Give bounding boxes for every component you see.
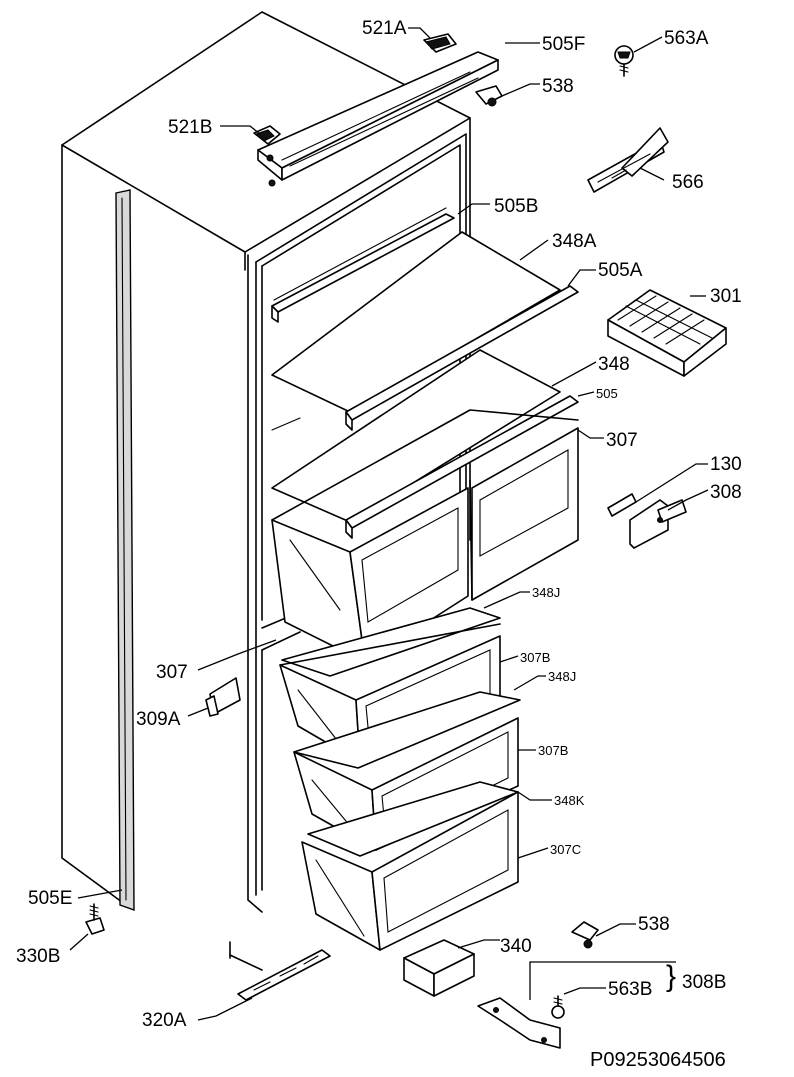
part-labels: 521A 505F 563A 538 521B 566 505B 348A 50… (16, 18, 742, 1071)
label-307-left: 307 (156, 662, 188, 683)
label-307B-upper: 307B (520, 650, 550, 665)
crisper-drawers-307 (271, 409, 579, 663)
drawing-number: P09253064506 (590, 1049, 726, 1071)
screw-563B (551, 995, 565, 1019)
label-566: 566 (672, 172, 704, 193)
label-538-bottom: 538 (638, 914, 670, 935)
screw-563A (614, 45, 634, 77)
ice-tray-301 (607, 289, 727, 377)
label-505: 505 (596, 386, 618, 401)
hinge-pivot-538-top (475, 85, 503, 107)
hinge-308B (477, 997, 561, 1049)
box-340 (403, 939, 475, 997)
label-348: 348 (598, 354, 630, 375)
label-308B: 308B (682, 972, 726, 993)
label-307-right: 307 (606, 430, 638, 451)
label-505B: 505B (494, 196, 538, 217)
label-340: 340 (500, 936, 532, 957)
hinge-cap-521B (253, 125, 281, 145)
freezer-shelf-348J-lower (293, 691, 521, 769)
label-348J-upper: 348J (532, 585, 560, 600)
brace-308B: } (666, 960, 676, 993)
hinge-308 (629, 499, 687, 549)
shelf-guide-505B (271, 207, 455, 323)
label-307C: 307C (550, 842, 581, 857)
label-521B: 521B (168, 117, 212, 138)
top-bracket-505F (257, 51, 499, 187)
label-301: 301 (710, 286, 742, 307)
label-309A: 309A (136, 709, 181, 730)
label-320A: 320A (142, 1010, 187, 1031)
hinge-cap-521A (423, 33, 457, 53)
shelf-trim-505A (345, 285, 579, 431)
label-330B: 330B (16, 946, 60, 967)
label-538-top: 538 (542, 76, 574, 97)
label-307B-lower: 307B (538, 743, 568, 758)
label-563A: 563A (664, 28, 709, 49)
door-gasket-505E (115, 189, 135, 911)
bracket-309A (205, 677, 241, 717)
label-348J-lower: 348J (548, 669, 576, 684)
label-505A: 505A (598, 260, 643, 281)
shelf-trim-505 (345, 395, 579, 539)
label-563B: 563B (608, 979, 652, 1000)
bracket-130 (607, 493, 637, 517)
hinge-566 (587, 127, 669, 193)
freezer-drawer-307C (301, 791, 519, 951)
label-505F: 505F (542, 34, 585, 55)
freezer-shelf-348J-upper (281, 607, 501, 677)
glass-shelf-348 (271, 349, 561, 523)
hinge-pivot-538-bottom (571, 921, 599, 949)
leader-lines (69, 27, 709, 1021)
label-505E: 505E (28, 888, 72, 909)
leveling-foot-330B (85, 903, 105, 935)
label-348K: 348K (554, 793, 585, 808)
label-348A: 348A (552, 231, 597, 252)
label-308: 308 (710, 482, 742, 503)
grille-320A (237, 949, 331, 1001)
label-521A: 521A (362, 18, 407, 39)
label-130: 130 (710, 454, 742, 475)
